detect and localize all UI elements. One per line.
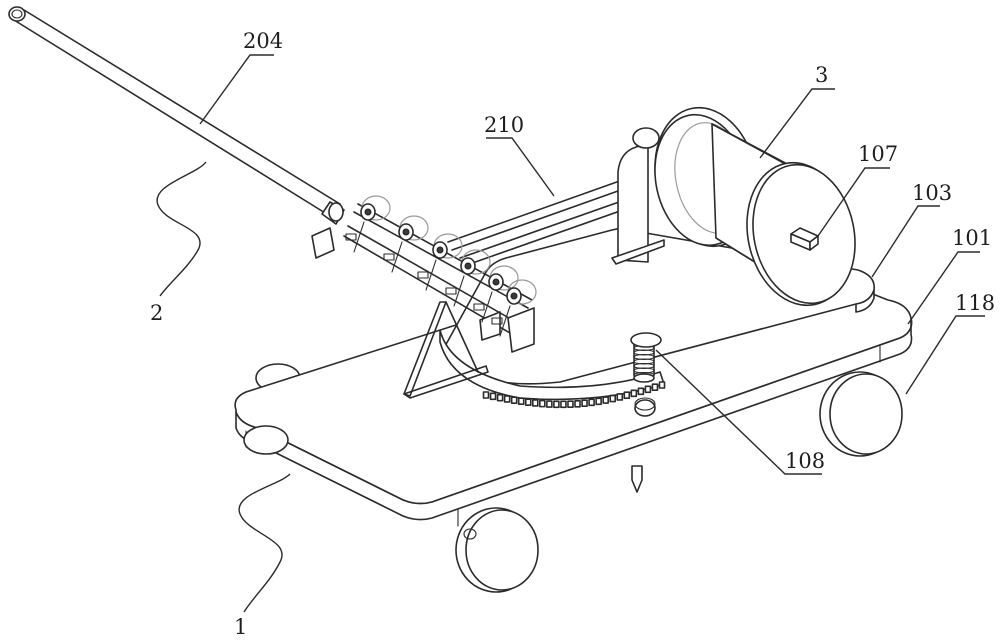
roller-hub	[464, 262, 472, 270]
gear-tooth	[503, 395, 511, 403]
winch-reel	[611, 106, 856, 307]
gear-tooth	[510, 396, 518, 404]
gear-tooth	[581, 399, 588, 407]
roller-slot	[473, 303, 485, 311]
label-204: 204	[243, 29, 283, 53]
gear-tooth	[616, 393, 624, 401]
leader-210	[486, 137, 555, 197]
lock-pin	[630, 332, 662, 383]
gear-tooth	[602, 396, 609, 404]
gear-tooth	[531, 399, 539, 407]
label-2: 2	[150, 301, 163, 325]
label-118: 118	[955, 291, 995, 315]
roller-strut	[391, 241, 403, 273]
wheel-front-left	[243, 425, 289, 455]
leader-1	[238, 473, 291, 613]
gear-tooth	[496, 393, 504, 402]
roller-slot	[445, 287, 457, 295]
roller-strut	[499, 305, 511, 337]
leader-118	[905, 315, 985, 395]
gear-tooth	[630, 389, 638, 398]
roller-strut	[353, 221, 365, 253]
roller-slot	[383, 253, 395, 261]
label-108: 108	[785, 449, 825, 473]
roller-slot	[345, 233, 357, 241]
gear-tooth	[546, 400, 553, 408]
label-101: 101	[952, 226, 992, 250]
roller-hub	[492, 278, 500, 286]
gear-tooth	[553, 400, 560, 409]
leader-204	[199, 54, 274, 125]
roller-guide	[311, 195, 537, 353]
label-1: 1	[234, 615, 247, 639]
wheel-front-right	[455, 507, 539, 593]
gear-tooth	[489, 392, 497, 401]
roller-strut	[481, 291, 493, 323]
roller-hub	[402, 228, 410, 236]
gear-tooth	[567, 400, 574, 408]
roller-hub	[436, 246, 444, 254]
gear-tooth	[524, 398, 532, 406]
leader-101	[907, 251, 980, 325]
gear-tooth	[588, 398, 595, 407]
gear-tooth	[658, 381, 666, 389]
gear-tooth	[539, 399, 546, 408]
gear-tooth	[595, 397, 602, 406]
gear-tooth	[609, 394, 617, 403]
leader-107	[817, 167, 890, 237]
roller-strut	[453, 275, 465, 307]
gear-tooth	[517, 397, 525, 406]
gear-tooth	[482, 391, 490, 399]
leader-3	[759, 88, 835, 159]
label-210: 210	[484, 113, 524, 137]
roller-slot	[491, 317, 503, 325]
gear-tooth	[644, 385, 652, 394]
wheel-right-118	[819, 371, 903, 457]
gear-tooth	[651, 383, 659, 391]
roller-hub	[364, 208, 372, 216]
tube	[8, 6, 345, 225]
roller-hub	[510, 292, 518, 300]
label-107: 107	[858, 142, 898, 166]
leader-2	[156, 161, 207, 297]
gear-tooth	[623, 391, 631, 400]
roller-slot	[417, 271, 429, 279]
turntable	[439, 329, 666, 417]
guide-stand	[403, 301, 489, 399]
gear-tooth	[574, 399, 581, 408]
gear-tooth	[560, 400, 567, 409]
label-3: 3	[815, 63, 828, 87]
leader-103	[871, 205, 940, 278]
roller-strut	[425, 259, 437, 291]
guide-rod	[447, 177, 641, 267]
callouts: 204 210 3 107 103 101 118 108 2 1	[150, 29, 995, 639]
leader-108	[655, 349, 822, 475]
label-103: 103	[912, 181, 952, 205]
gear-tooth	[637, 387, 645, 396]
ground-spike	[631, 465, 643, 493]
